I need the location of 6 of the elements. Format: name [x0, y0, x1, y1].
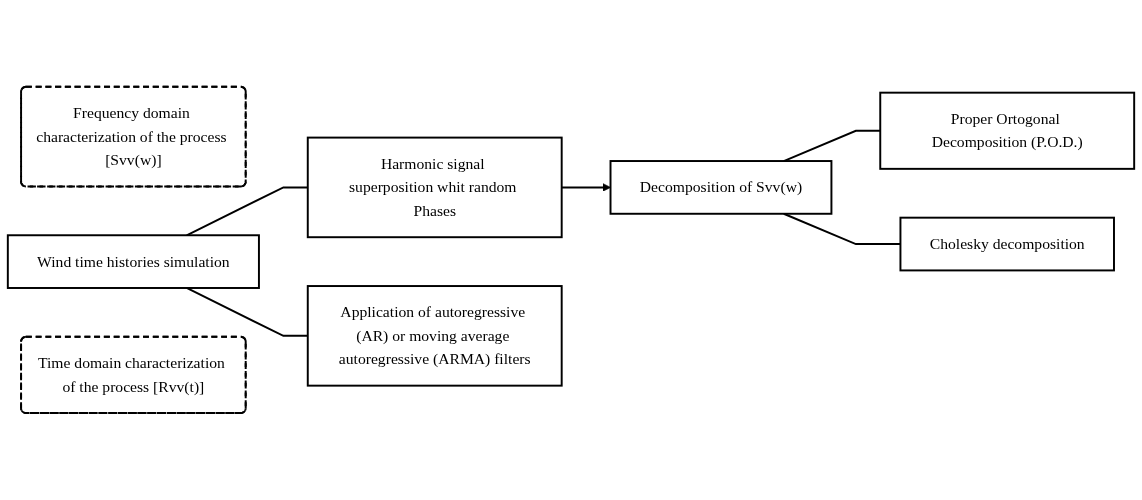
node-box: Application of autoregressive (AR) or moving average autoregressive (ARMA) filters [306, 285, 563, 387]
node-box: Harmonic signal superposition whit random Phases [306, 136, 563, 239]
node-box: Cholesky decomposition [899, 216, 1115, 272]
node-box: Proper Ortogonal Decomposition (P.O.D.) [879, 91, 1136, 170]
node-box: Wind time histories simulation [6, 234, 260, 290]
node-box: Decomposition of Svv(w) [609, 160, 833, 215]
